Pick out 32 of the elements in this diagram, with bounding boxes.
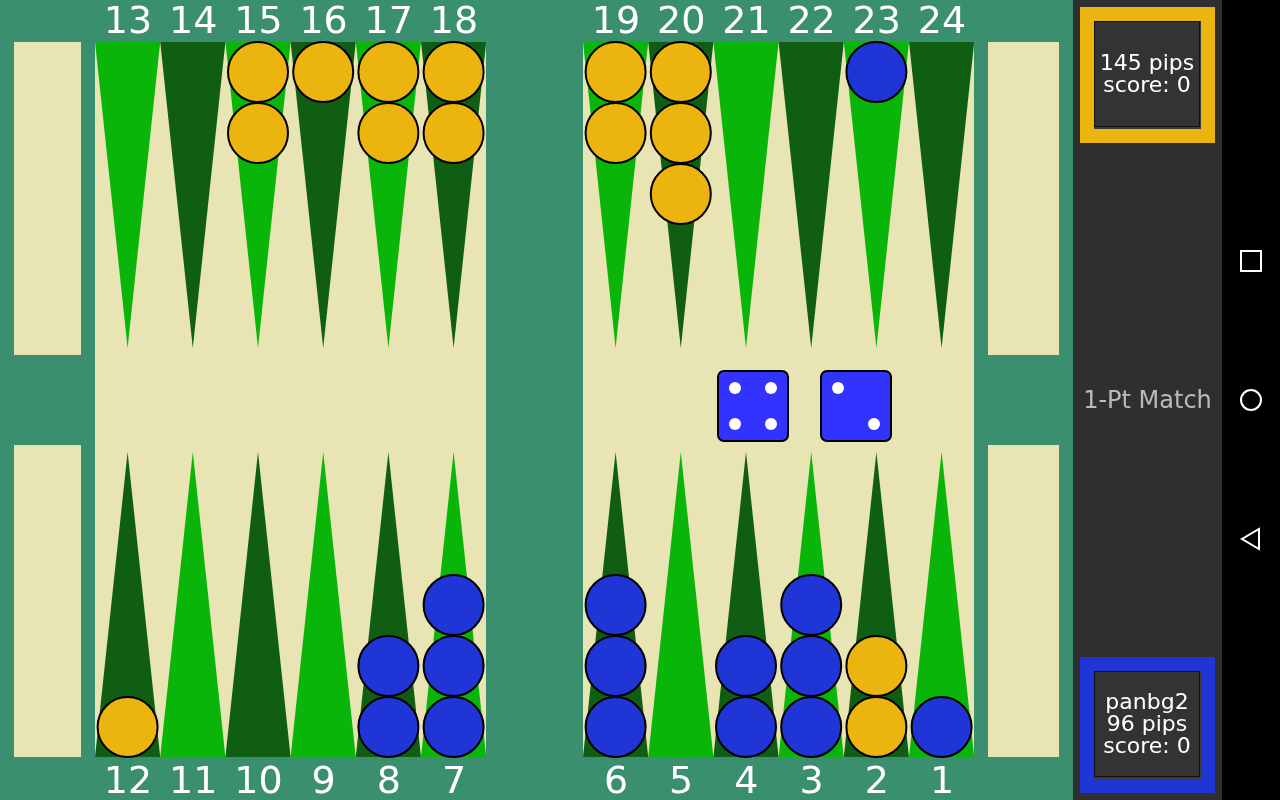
point-number: 19 bbox=[590, 0, 642, 40]
point-number: 9 bbox=[310, 760, 337, 800]
player-panel bbox=[1080, 7, 1215, 143]
point-number: 8 bbox=[375, 760, 402, 800]
point-number: 10 bbox=[233, 760, 284, 800]
point-number: 11 bbox=[168, 760, 219, 800]
point-number: 16 bbox=[298, 0, 349, 40]
point-number: 15 bbox=[233, 0, 284, 40]
point-number: 22 bbox=[786, 0, 837, 40]
point-number: 13 bbox=[102, 0, 154, 40]
point-number: 4 bbox=[733, 760, 760, 800]
point-number: 6 bbox=[602, 760, 630, 800]
point-number: 12 bbox=[102, 760, 154, 800]
player-stat-text: score: 0 bbox=[1103, 74, 1191, 96]
point-number: 5 bbox=[668, 760, 695, 800]
point-number: 23 bbox=[851, 0, 902, 40]
player-stat-text: 145 pips bbox=[1099, 52, 1195, 74]
player-stat-text: score: 0 bbox=[1103, 735, 1191, 757]
point-number: 21 bbox=[721, 0, 772, 40]
player-stat-text: 96 pips bbox=[1106, 713, 1188, 735]
point-number: 18 bbox=[428, 0, 480, 40]
player-stat-text: panbg2 bbox=[1105, 691, 1189, 713]
point-number: 17 bbox=[363, 0, 414, 40]
point-number: 3 bbox=[798, 760, 825, 800]
point-number: 1 bbox=[928, 760, 956, 800]
match-length-text: 1-Pt Match bbox=[1082, 386, 1213, 414]
point-number: 24 bbox=[916, 0, 968, 40]
point-number: 7 bbox=[440, 760, 468, 800]
player-panel bbox=[1080, 657, 1215, 793]
point-number: 2 bbox=[863, 760, 890, 800]
point-number: 20 bbox=[656, 0, 707, 40]
point-number: 14 bbox=[168, 0, 219, 40]
